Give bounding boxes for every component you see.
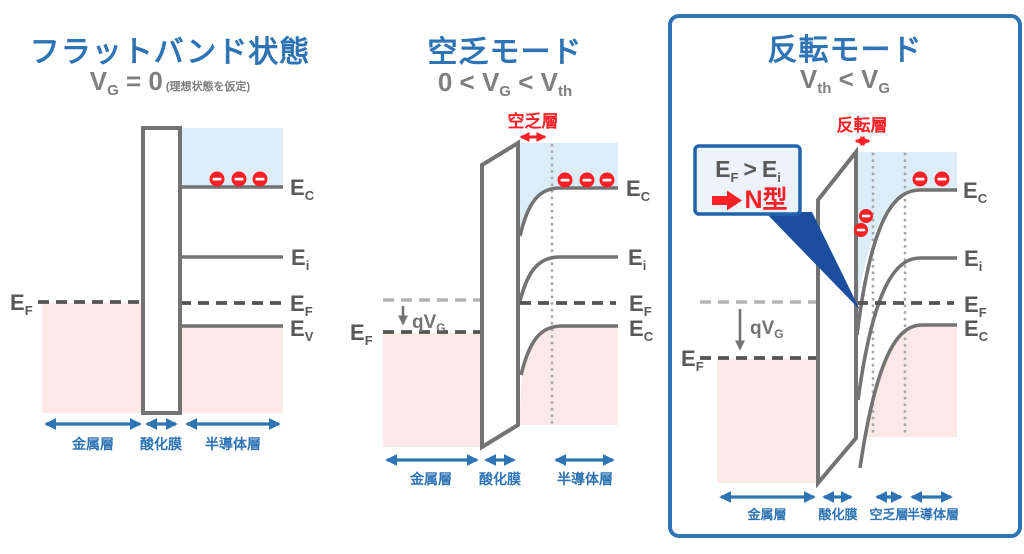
ef-label: EF [629, 291, 652, 319]
panel-inversion: 反転層 qVG EF EC Ei EF EC EF>Ei N型 金属層 酸化膜 … [668, 14, 1022, 538]
ef-label: EF [964, 292, 987, 320]
electron-icon [579, 172, 595, 188]
metal-layer-label: 金属層 [746, 507, 786, 522]
depletion-formula-s1: G [499, 83, 511, 100]
oxide-layer [816, 146, 858, 489]
ec-label: EC [290, 175, 315, 203]
depletion-layer-label: 空乏層 [508, 111, 559, 131]
ef-metal-label: EF [10, 290, 33, 318]
electron-icon [599, 172, 615, 188]
ef-metal-label: EF [681, 346, 704, 374]
electron-icon [934, 171, 950, 187]
ef-label: EF [290, 291, 313, 319]
conduction-band-region [180, 128, 283, 187]
semiconductor-layer-label: 半導体層 [557, 471, 613, 487]
valence-band-region [180, 327, 283, 413]
flatband-title: フラットバンド状態 [29, 36, 311, 69]
ev-label-shown-as-ec: EC [629, 316, 654, 344]
inversion-formula-s1: th [817, 80, 832, 97]
inversion-formula-s2: G [878, 80, 891, 97]
qvg-label: qVG [750, 318, 784, 341]
conduction-band-region [856, 152, 957, 330]
flatband-formula-note: (理想状態を仮定) [165, 81, 251, 93]
metal-filled-states-region [42, 303, 143, 413]
ei-curve [518, 255, 618, 302]
ef-metal-label: EF [350, 320, 373, 348]
valence-band-region [519, 327, 618, 425]
ev-curve [858, 323, 957, 469]
electron-icon [912, 171, 928, 187]
oxide-layer [141, 126, 182, 415]
inversion-formula: Vth < VG [695, 64, 995, 97]
electron-icon [859, 209, 873, 223]
depletion-formula-p1: 0 < V [437, 67, 500, 97]
oxide-layer-label: 酸化膜 [479, 471, 521, 487]
depletion-layer-label: 空乏層 [869, 507, 908, 522]
inversion-title: 反転モード [767, 34, 923, 67]
ec-label: EC [626, 176, 651, 204]
inversion-layer-label: 反転層 [837, 115, 888, 135]
callout-condition: EF>Ei [715, 156, 781, 185]
ei-curve [856, 256, 957, 401]
inversion-formula-p1: V [799, 64, 818, 94]
metal-filled-states-region [717, 359, 818, 483]
electron-icon [854, 223, 868, 237]
qvg-label: qVG [412, 312, 446, 335]
oxide-layer-label: 酸化膜 [140, 436, 182, 452]
electron-icon [557, 172, 573, 188]
flatband-formula-vsub: G [107, 82, 119, 99]
ei-label: Ei [628, 245, 646, 273]
depletion-title: 空乏モード [427, 36, 583, 69]
electron-icon [231, 171, 247, 187]
flatband-formula: VG = 0(理想状態を仮定) [15, 66, 325, 99]
depletion-formula-s2: th [557, 83, 573, 100]
panel-depletion: 空乏層 qVG EF EC Ei EF EC 金属層 酸化膜 半導体層 [350, 111, 654, 487]
electron-icon [209, 171, 225, 187]
semiconductor-layer-label: 半導体層 [205, 436, 261, 452]
flatband-formula-rest: = 0 [118, 66, 163, 96]
ec-curve [518, 186, 618, 237]
depletion-formula-p2: < V [510, 67, 558, 97]
inversion-panel-border [668, 14, 1022, 538]
oxide-layer [480, 139, 520, 451]
semiconductor-layer-label: 半導体層 [907, 507, 959, 522]
callout-pointer [765, 212, 860, 310]
ei-label: Ei [291, 245, 309, 273]
metal-filled-states-region [383, 333, 481, 447]
inversion-formula-p2: < V [831, 64, 879, 94]
depletion-formula: 0 < VG < Vth [395, 67, 615, 100]
ev-curve [519, 324, 618, 376]
valence-band-region [867, 326, 957, 437]
flatband-formula-v: V [89, 66, 108, 96]
oxide-layer-label: 酸化膜 [818, 507, 857, 522]
ec-label: EC [963, 178, 988, 206]
ev-label: EV [290, 316, 314, 344]
ec-curve [855, 188, 957, 336]
ev-label-shown-as-ec: EC [964, 316, 989, 344]
metal-layer-label: 金属層 [409, 471, 452, 487]
panel-flatband: EF EC Ei EF EV 金属層 酸化膜 半導体層 [10, 126, 315, 452]
electron-icon [252, 171, 268, 187]
callout-type: N型 [744, 186, 787, 214]
right-arrow-icon [712, 190, 742, 211]
metal-layer-label: 金属層 [71, 436, 114, 452]
ei-label: Ei [964, 246, 982, 274]
